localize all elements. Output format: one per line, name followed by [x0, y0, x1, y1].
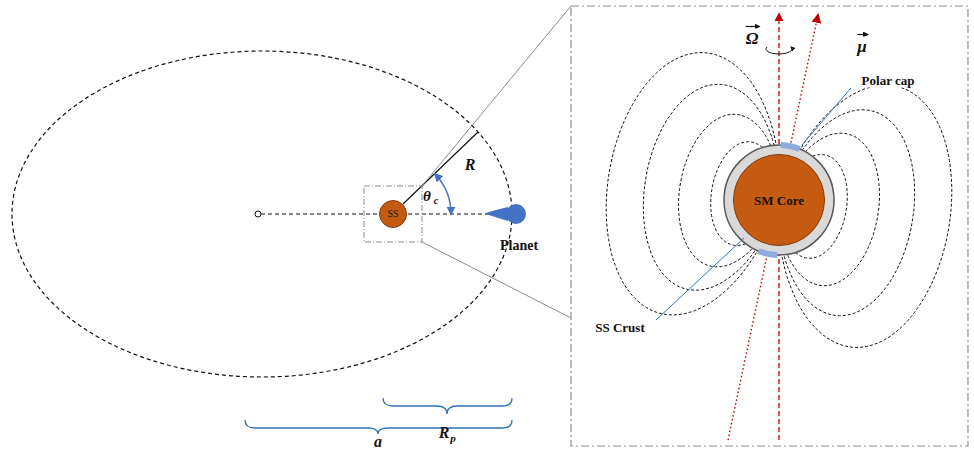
distance-label: a [374, 434, 382, 450]
node-label: SM Core [754, 194, 804, 207]
node-label: SS [387, 209, 398, 219]
vector-label: μ [855, 37, 868, 56]
polar-cap [781, 145, 800, 149]
distance-bracket [245, 420, 512, 434]
radius-label: R [465, 157, 476, 173]
focus-point [255, 211, 261, 217]
leader-line [656, 238, 744, 320]
planet-label: Planet [500, 239, 538, 253]
vector-arrows [746, 27, 868, 35]
zoom-panel [571, 6, 968, 446]
angle-label: θ [423, 189, 431, 204]
crust-circle [724, 145, 834, 255]
node-text-wrap: SS [379, 200, 407, 228]
node-shape [734, 155, 825, 246]
distance-bracket [383, 398, 512, 414]
planet-body [506, 204, 526, 224]
vector-arrow [857, 34, 867, 35]
polar-cap [758, 251, 777, 255]
leader-line [802, 88, 851, 145]
zoom-line [422, 242, 571, 318]
part-label: Polar cap [860, 73, 917, 88]
distance-label: R [439, 425, 450, 441]
zoom-line [422, 6, 571, 186]
core-circle: SM Core [733, 154, 825, 246]
zoom-box [364, 186, 422, 242]
vector-label: Ω [744, 29, 761, 48]
rotation-indicator [766, 47, 792, 54]
major-axis-line [261, 213, 490, 214]
distance-subscript: p [450, 433, 456, 444]
node-shape [380, 201, 407, 228]
part-label: SS Crust [593, 320, 647, 335]
orbit-ellipse [12, 51, 512, 377]
angle-subscript: c [434, 196, 438, 206]
node-text-wrap: SM Core [733, 154, 825, 246]
star-circle: SS [379, 200, 407, 228]
planet-tail [484, 207, 508, 221]
vector-arrow [746, 26, 760, 27]
angle-arc [435, 174, 451, 214]
radius-line [403, 132, 478, 204]
